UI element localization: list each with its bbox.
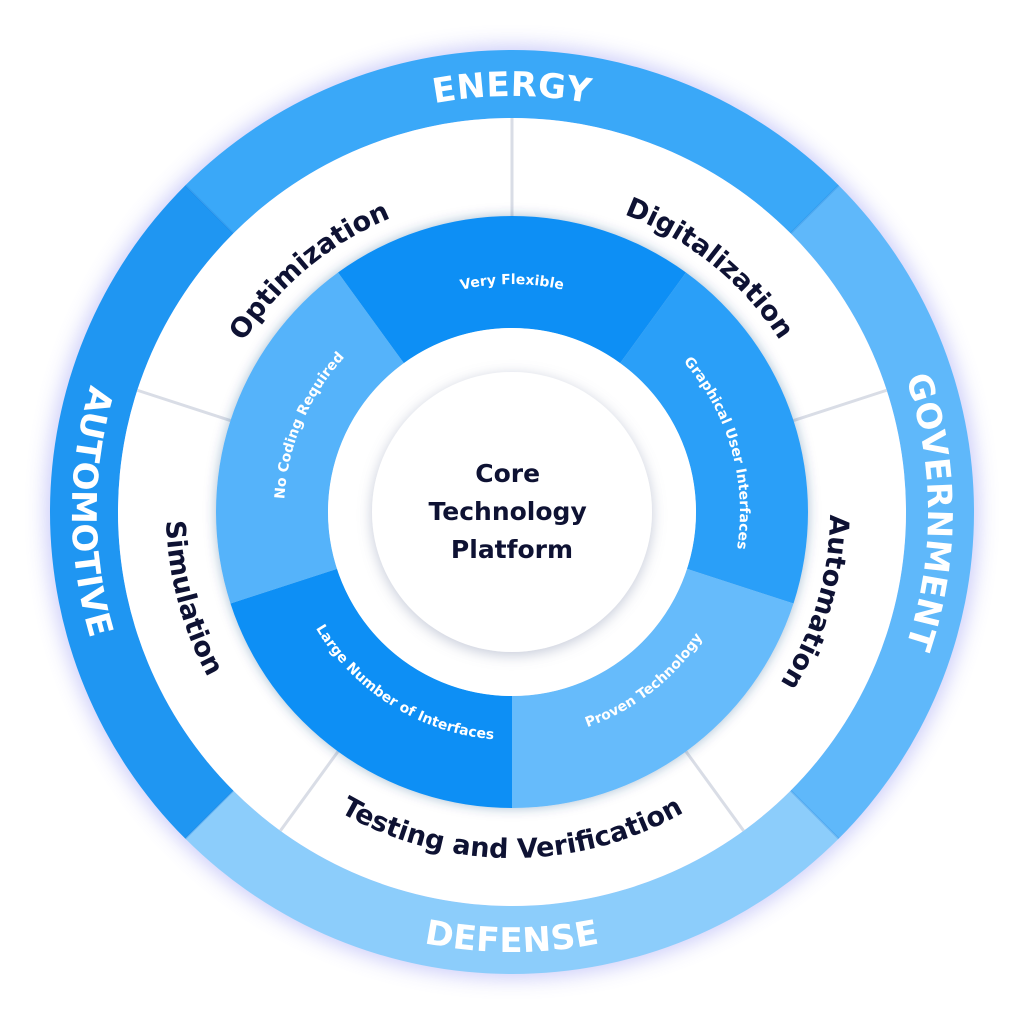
- outer-label-energy: ENERGY: [430, 65, 595, 112]
- inner-segment-very-flexible: [338, 215, 686, 364]
- industry-ring: [49, 49, 974, 974]
- outer-divider: [184, 184, 235, 235]
- inner-label-very-flexible: Very Flexible: [459, 272, 566, 294]
- core-inner-disc: [372, 372, 652, 652]
- outer-divider: [184, 789, 235, 840]
- inner-segment-no-coding-required: [216, 272, 404, 604]
- outer-divider: [789, 789, 840, 840]
- middle-divider: [793, 388, 888, 422]
- feature-ring: [216, 215, 808, 808]
- outer-segment-government: [790, 185, 974, 839]
- middle-divider: [684, 750, 745, 832]
- core-title-line-3: Platform: [451, 535, 573, 564]
- inner-segment-graphical-user-interfaces: [620, 272, 808, 604]
- outer-label-energy-text: ENERGY: [430, 65, 594, 112]
- middle-divider: [279, 750, 340, 832]
- inner-segment-large-number-of-interfaces: [230, 568, 512, 808]
- inner-segment-proven-technology: [512, 568, 794, 808]
- outer-segment-automotive: [49, 185, 234, 839]
- middle-divider: [136, 388, 231, 422]
- inner-label-very-flexible-text: Very Flexible: [459, 272, 566, 294]
- core-title-line-2: Technology: [429, 497, 587, 526]
- core-title: Core Technology Platform: [429, 459, 596, 564]
- outer-segment-energy: [185, 49, 839, 234]
- core-title-line-1: Core: [475, 459, 540, 488]
- outer-segment-defense: [185, 790, 839, 974]
- outer-divider: [789, 184, 840, 235]
